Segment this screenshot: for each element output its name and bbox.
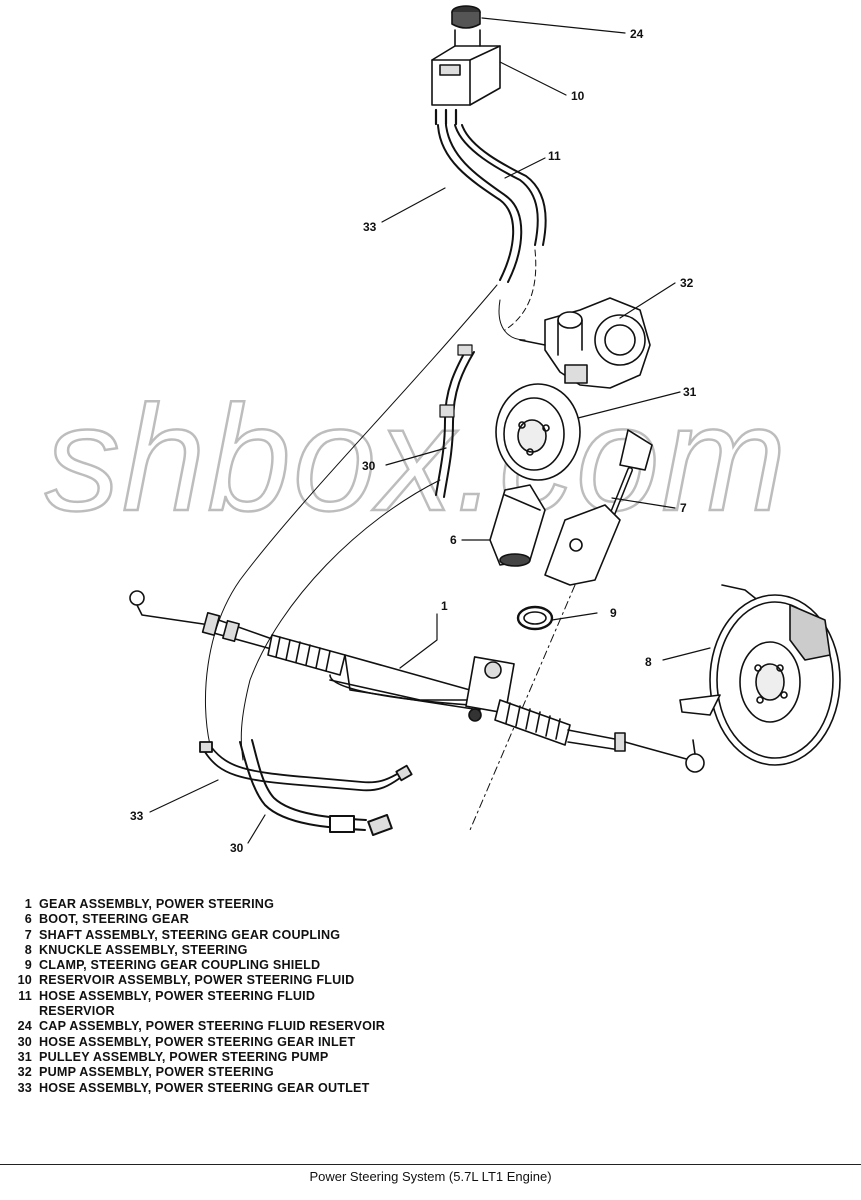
legend-item: 32 PUMP ASSEMBLY, POWER STEERING [12,1065,572,1080]
legend-item-text: BOOT, STEERING GEAR [39,912,190,927]
clamp-part [516,605,554,631]
callout-10: 10 [571,89,585,103]
legend-item-text: PUMP ASSEMBLY, POWER STEERING [39,1065,274,1080]
legend-item-number: 8 [24,942,32,957]
callout-6: 6 [450,533,457,547]
reservoir-hoses-part [437,124,547,283]
outlet-hose-lower-part [199,741,413,792]
legend-item: 33 HOSE ASSEMBLY, POWER STEERING GEAR OUT… [12,1081,572,1096]
legend-item-number: 31 [17,1049,32,1064]
shaft-coupling-part [544,429,653,586]
inlet-hose-lower-part [239,739,393,836]
legend-item-number: 7 [24,927,32,942]
legend-item-number: 24 [17,1019,32,1034]
legend-item-text: RESERVOIR ASSEMBLY, POWER STEERING FLUID [39,973,355,988]
hose-routing-lines [204,249,537,761]
legend-item-text: HOSE ASSEMBLY, POWER STEERING FLUID RESE… [39,988,316,1019]
inlet-hose-upper-part [435,344,475,498]
legend-item: 30 HOSE ASSEMBLY, POWER STEERING GEAR INL… [12,1035,572,1050]
callout-31: 31 [683,385,697,399]
legend-item-number: 9 [24,958,32,973]
figure-caption: Power Steering System (5.7L LT1 Engine) [309,1169,552,1184]
legend-item-text: CLAMP, STEERING GEAR COUPLING SHIELD [39,958,321,973]
legend-item-text: PULLEY ASSEMBLY, POWER STEERING PUMP [39,1049,329,1064]
knuckle-part [679,584,841,766]
callout-32: 32 [680,276,694,290]
caption-divider [0,1164,861,1165]
legend-item: 11 HOSE ASSEMBLY, POWER STEERING FLUID RE… [12,989,572,1020]
callout-33-upper: 33 [363,220,377,234]
legend-item: 7 SHAFT ASSEMBLY, STEERING GEAR COUPLING [12,928,572,943]
legend-item: 10 RESERVOIR ASSEMBLY, POWER STEERING FLU… [12,973,572,988]
pulley-part [495,383,581,481]
legend-item-number: 11 [18,988,32,1003]
callout-33-lower: 33 [130,809,144,823]
legend-item-number: 30 [17,1034,32,1049]
callout-11: 11 [548,149,561,163]
callout-30-upper: 30 [362,459,376,473]
legend-item-number: 10 [17,973,32,988]
parts-legend: 1 GEAR ASSEMBLY, POWER STEERING 6 BOOT, STE… [12,897,572,1096]
reservoir-cap-part [451,5,481,29]
legend-item-number: 33 [17,1080,32,1095]
pump-part [519,297,651,389]
legend-item: 1 GEAR ASSEMBLY, POWER STEERING [12,897,572,912]
callout-8: 8 [645,655,652,669]
legend-item: 6 BOOT, STEERING GEAR [12,912,572,927]
legend-item-number: 6 [24,912,32,927]
reservoir-part [431,29,501,126]
callout-1: 1 [441,599,448,613]
legend-item-text: GEAR ASSEMBLY, POWER STEERING [39,897,275,911]
legend-item: 8 KNUCKLE ASSEMBLY, STEERING [12,943,572,958]
legend-item: 9 CLAMP, STEERING GEAR COUPLING SHIELD [12,958,572,973]
callout-24: 24 [630,27,644,41]
legend-item-text: HOSE ASSEMBLY, POWER STEERING GEAR INLET [39,1034,356,1049]
callout-30-lower: 30 [230,841,244,855]
legend-item: 31 PULLEY ASSEMBLY, POWER STEERING PUMP [12,1050,572,1065]
legend-item-text: SHAFT ASSEMBLY, STEERING GEAR COUPLING [39,927,341,942]
legend-item-text: KNUCKLE ASSEMBLY, STEERING [39,942,248,957]
legend-item-number: 1 [24,897,32,911]
legend-item-text: HOSE ASSEMBLY, POWER STEERING GEAR OUTLE… [39,1080,370,1095]
watermark: shbox.com [45,374,788,542]
callout-7: 7 [680,501,687,515]
callout-9: 9 [610,606,617,620]
boot-part [489,484,546,567]
gear-assembly-part [129,590,705,773]
legend-item-number: 32 [17,1065,32,1080]
power-steering-diagram: shbox.com [44,5,841,855]
leader-lines [149,17,711,844]
legend-item-text: CAP ASSEMBLY, POWER STEERING FLUID RESER… [39,1019,386,1034]
legend-item: 24 CAP ASSEMBLY, POWER STEERING FLUID RES… [12,1019,572,1034]
